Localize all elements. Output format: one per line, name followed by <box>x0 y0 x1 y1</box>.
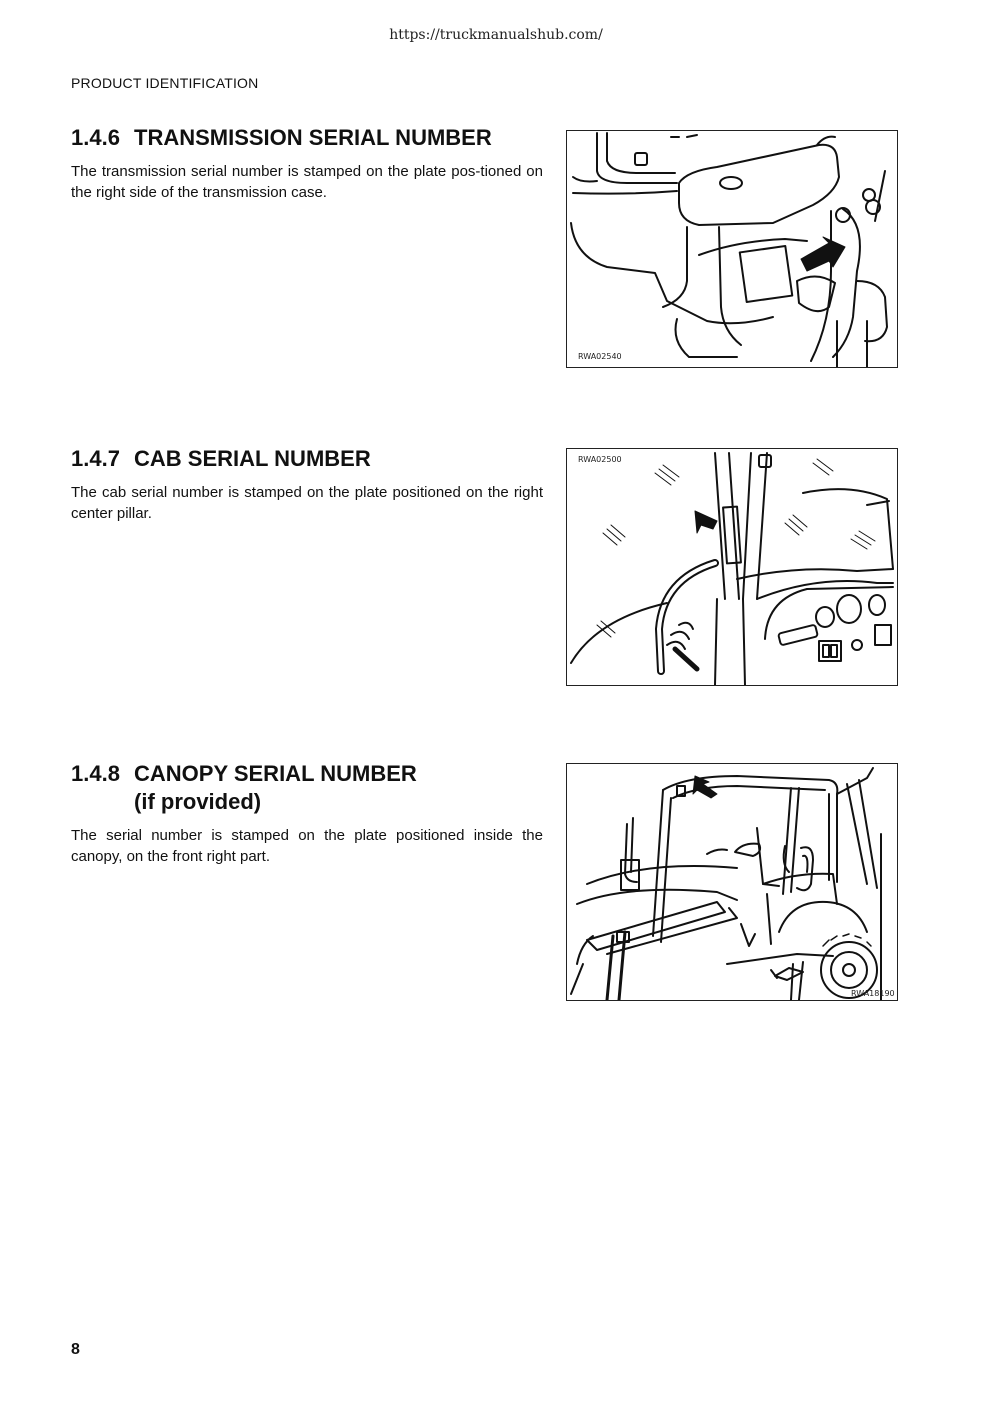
section-body: The serial number is stamped on the plat… <box>71 827 543 865</box>
section-body: The transmission serial number is stampe… <box>71 163 543 201</box>
section-subtitle: (if provided) <box>134 789 262 814</box>
section-number: 1.4.7 <box>71 446 120 471</box>
section-transmission-serial-number: 1.4.6 TRANSMISSION SERIAL NUMBER The tran… <box>71 124 543 203</box>
figure-code: RWA18190 <box>851 989 895 998</box>
section-cab-serial-number: 1.4.7 CAB SERIAL NUMBER The cab serial nu… <box>71 445 543 524</box>
section-heading: 1.4.8 CANOPY SERIAL NUMBER (if provided) <box>71 760 543 816</box>
section-heading: 1.4.6 TRANSMISSION SERIAL NUMBER <box>71 124 543 152</box>
running-head: PRODUCT IDENTIFICATION <box>71 75 259 91</box>
section-heading: 1.4.7 CAB SERIAL NUMBER <box>71 445 543 473</box>
figure-code: RWA02500 <box>578 455 622 464</box>
section-number: 1.4.8 <box>71 761 120 786</box>
section-title: CANOPY SERIAL NUMBER <box>134 761 417 786</box>
section-title: TRANSMISSION SERIAL NUMBER <box>134 125 492 150</box>
transmission-plate-figure: RWA02540 <box>566 130 898 368</box>
section-body: The cab serial number is stamped on the … <box>71 484 543 522</box>
cab-pillar-plate-figure: RWA02500 <box>566 448 898 686</box>
figure-code: RWA02540 <box>578 352 622 361</box>
page-number: 8 <box>71 1341 80 1358</box>
section-number: 1.4.6 <box>71 125 120 150</box>
source-url: https://truckmanualshub.com/ <box>389 27 603 43</box>
canopy-plate-figure: RWA18190 <box>566 763 898 1001</box>
section-title: CAB SERIAL NUMBER <box>134 446 371 471</box>
